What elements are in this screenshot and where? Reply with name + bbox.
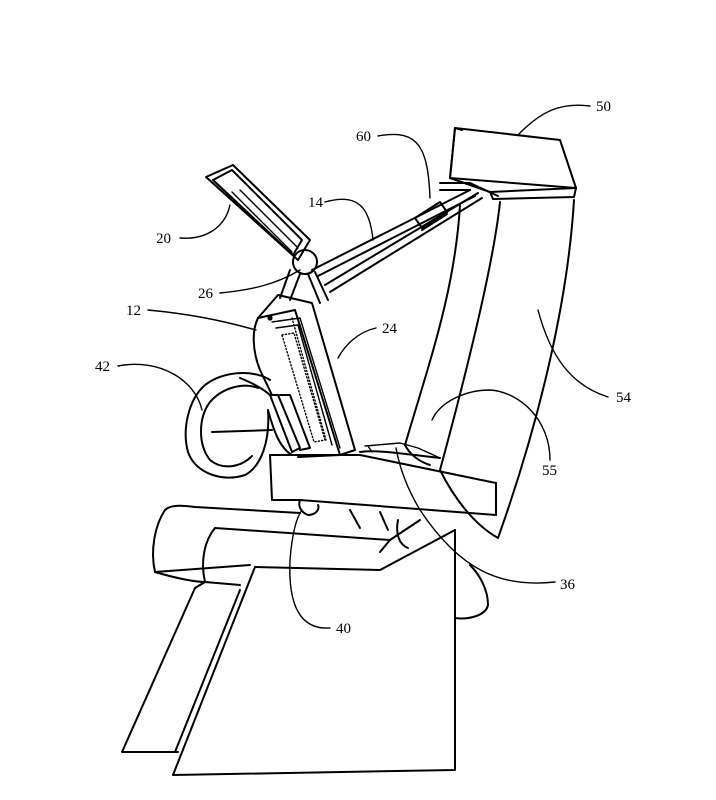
seat-back <box>404 199 575 539</box>
label-54: 54 <box>616 390 632 406</box>
mounting-box <box>449 127 577 200</box>
label-26: 26 <box>198 286 214 302</box>
label-14: 14 <box>308 195 324 211</box>
label-42: 42 <box>95 359 110 375</box>
label-20: 20 <box>156 231 171 247</box>
support-arm <box>311 182 499 293</box>
seat-base <box>121 529 456 776</box>
label-12: 12 <box>126 303 141 319</box>
support-body <box>257 294 356 458</box>
label-55: 55 <box>542 463 557 479</box>
label-60: 60 <box>356 129 371 145</box>
label-40: 40 <box>336 621 351 637</box>
tray-table <box>269 442 497 531</box>
label-36: 36 <box>560 577 576 593</box>
reference-numerals: 50 60 14 20 26 12 24 42 54 55 36 40 <box>95 99 632 637</box>
label-24: 24 <box>382 321 398 337</box>
display-screen <box>205 164 329 304</box>
leg-rest-frame <box>252 317 311 453</box>
strap <box>184 372 293 479</box>
leader-lines <box>117 104 609 629</box>
seat-cushion <box>152 504 489 620</box>
label-50: 50 <box>596 99 611 115</box>
